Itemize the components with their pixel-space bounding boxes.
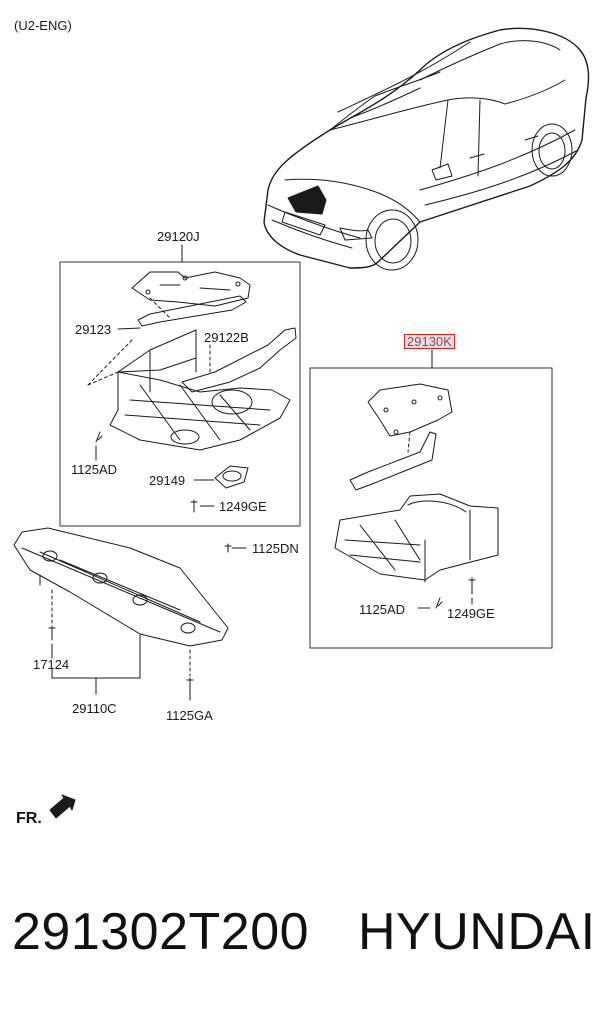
callout-1249GE-left: 1249GE <box>219 499 267 514</box>
callout-1125DN: 1125DN <box>252 541 299 556</box>
lower-cover-part <box>13 527 247 701</box>
parts-diagram <box>13 27 590 819</box>
engine-cover-part <box>87 271 297 513</box>
engine-code-label: (U2-ENG) <box>14 18 72 33</box>
callout-1249GE-right: 1249GE <box>447 606 495 621</box>
callout-29123: 29123 <box>75 322 112 337</box>
callout-1125GA: 1125GA <box>166 708 213 723</box>
callout-29122B: 29122B <box>204 330 249 345</box>
callout-29110C: 29110C <box>72 701 117 716</box>
front-arrow-icon <box>49 794 76 819</box>
under-cover-part <box>334 383 499 609</box>
group-box-left <box>59 261 301 527</box>
front-direction-label: FR. <box>16 810 42 827</box>
brand-name: HYUNDAI <box>358 903 596 961</box>
part-number: 291302T200 <box>12 903 310 961</box>
callout-1125AD-right: 1125AD <box>359 602 406 617</box>
callout-1125AD-left: 1125AD <box>71 462 118 477</box>
callout-17124: 17124 <box>33 657 70 672</box>
callout-29149: 29149 <box>149 473 186 488</box>
callout-29130K-highlighted[interactable]: 29130K <box>404 334 455 349</box>
vehicle-illustration <box>263 27 590 271</box>
callout-29120J: 29120J <box>157 229 200 244</box>
group-box-right <box>309 367 553 649</box>
